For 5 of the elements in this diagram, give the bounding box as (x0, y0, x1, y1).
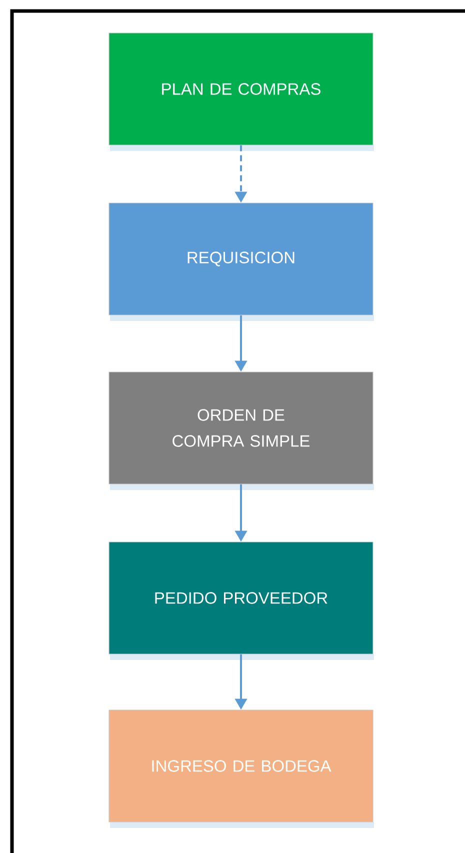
process-box: ORDEN DE COMPRA SIMPLE (108, 372, 374, 490)
process-box: REQUISICION (108, 202, 374, 321)
process-box: PEDIDO PROVEEDOR (108, 542, 374, 660)
process-box: INGRESO DE BODEGA (108, 710, 374, 828)
process-box: PLAN DE COMPRAS (108, 32, 374, 151)
